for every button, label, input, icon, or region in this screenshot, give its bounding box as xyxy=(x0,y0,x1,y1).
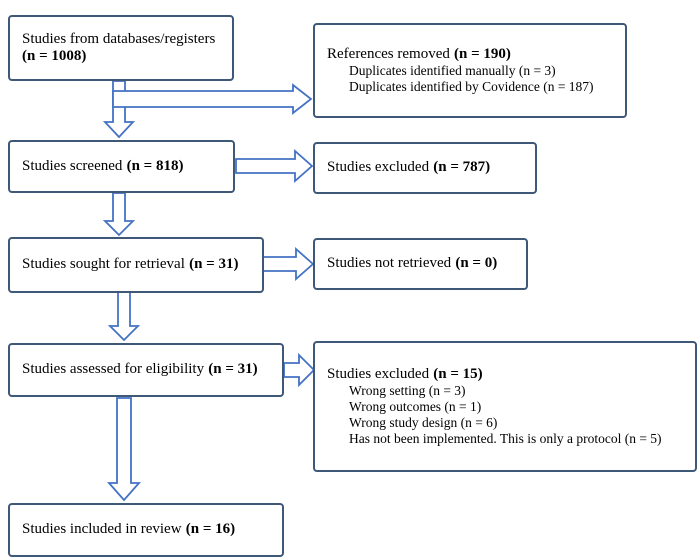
box-label-text: Studies not retrieved xyxy=(327,255,452,272)
right-arrow-references-removed-icon xyxy=(112,83,313,115)
box-studies-excluded-15: Studies excluded(n = 15) Wrong setting (… xyxy=(313,341,697,472)
right-arrow-studies-excluded-15-icon xyxy=(283,352,316,388)
box-count-text: (n = 31) xyxy=(208,361,258,378)
box-sub-item: Has not been implemented. This is only a… xyxy=(349,431,662,447)
box-count-text: (n = 818) xyxy=(126,157,184,174)
box-studies-excluded-787: Studies excluded(n = 787) xyxy=(313,142,537,194)
box-count-text: (n = 1008) xyxy=(22,48,87,64)
box-label: Studies sought for retrieval(n = 31) xyxy=(10,256,262,274)
box-studies-from-databases: Studies from databases/registers (n = 10… xyxy=(8,15,234,81)
box-studies-sought-for-retrieval: Studies sought for retrieval(n = 31) xyxy=(8,237,264,293)
box-count-line: (n = 1008) xyxy=(10,48,232,66)
box-label-text: Studies excluded xyxy=(327,159,430,176)
box-label-text: Studies assessed for eligibility xyxy=(22,361,205,378)
box-count-text: (n = 787) xyxy=(433,159,491,176)
box-sub-item: Duplicates identified by Covidence (n = … xyxy=(349,79,594,95)
box-count-text: (n = 190) xyxy=(454,45,511,62)
box-count-text: (n = 15) xyxy=(433,365,483,382)
down-arrow-4-icon xyxy=(107,397,141,502)
down-arrow-3-icon xyxy=(107,291,141,342)
down-arrow-2-icon xyxy=(102,192,136,237)
down-arrow-1-icon xyxy=(102,80,136,139)
box-sub-item: Wrong outcomes (n = 1) xyxy=(349,399,482,415)
box-label: Studies excluded(n = 787) xyxy=(315,159,535,177)
box-label-text: Studies from databases/registers xyxy=(22,30,216,47)
box-label-text: Studies included in review xyxy=(22,521,182,538)
box-label-text: Studies sought for retrieval xyxy=(22,256,185,273)
box-references-removed: References removed(n = 190) Duplicates i… xyxy=(313,23,627,118)
box-label: Studies assessed for eligibility(n = 31) xyxy=(10,361,282,379)
box-label: Studies not retrieved(n = 0) xyxy=(315,255,526,273)
box-studies-not-retrieved: Studies not retrieved(n = 0) xyxy=(313,238,528,290)
box-label: Studies included in review(n = 16) xyxy=(10,521,282,539)
right-arrow-studies-excluded-787-icon xyxy=(235,149,314,183)
box-label-text: Studies screened xyxy=(22,157,123,174)
box-label: Studies from databases/registers xyxy=(10,31,232,49)
box-studies-screened: Studies screened(n = 818) xyxy=(8,140,235,193)
box-studies-included-in-review: Studies included in review(n = 16) xyxy=(8,503,284,557)
box-count-text: (n = 16) xyxy=(185,521,236,538)
box-sub-item: Wrong study design (n = 6) xyxy=(349,415,498,431)
box-count-text: (n = 31) xyxy=(189,256,239,273)
box-count-text: (n = 0) xyxy=(455,255,498,272)
box-label-text: Studies excluded xyxy=(327,365,430,382)
right-arrow-studies-not-retrieved-icon xyxy=(260,247,315,281)
box-label: Studies screened(n = 818) xyxy=(10,158,233,176)
box-sub-item: Wrong setting (n = 3) xyxy=(349,383,466,399)
box-sub-item: Duplicates identified manually (n = 3) xyxy=(349,63,556,79)
box-label: References removed(n = 190) xyxy=(315,46,625,64)
box-label-text: References removed xyxy=(327,45,450,62)
box-label: Studies excluded(n = 15) xyxy=(315,366,695,384)
box-studies-assessed-for-eligibility: Studies assessed for eligibility(n = 31) xyxy=(8,343,284,397)
